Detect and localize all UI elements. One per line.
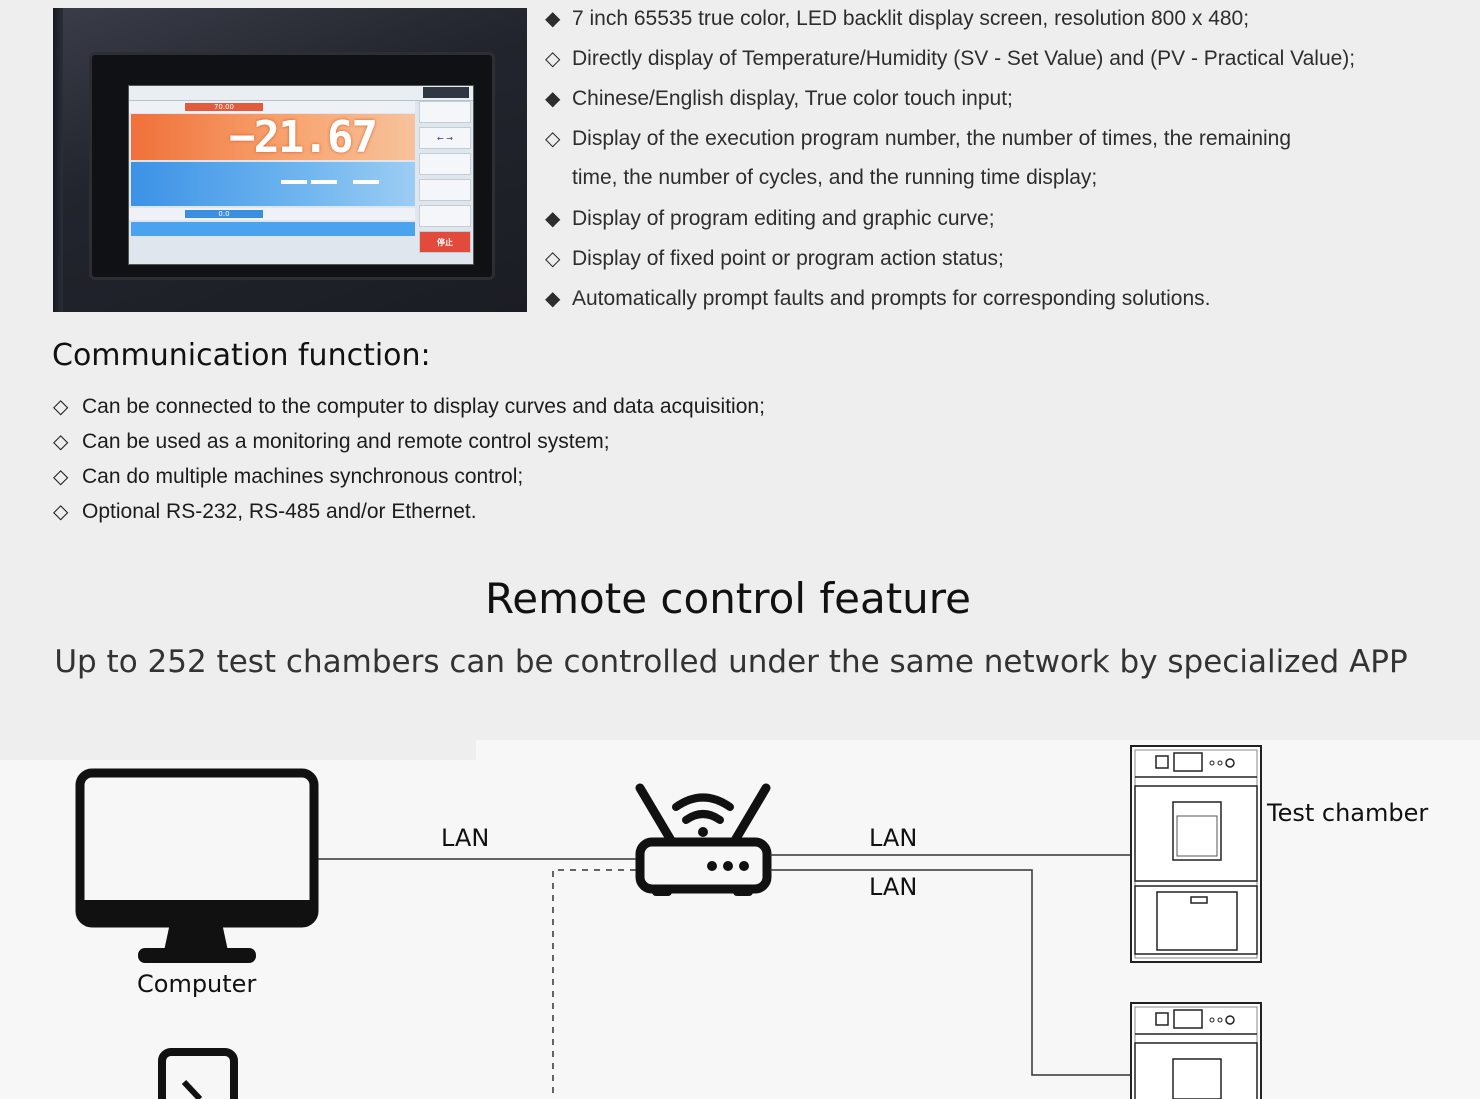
computer-icon [75, 768, 319, 963]
temperature-sv-row: 70.00 [129, 101, 415, 113]
screen-func-button [419, 179, 471, 201]
humidity-sv-value: 0.0 [185, 210, 263, 218]
network-diagram: Computer LAN LAN LAN Test chamber [0, 740, 1480, 1099]
diamond-filled-icon: ◆ [545, 288, 561, 310]
screen-light-button [419, 153, 471, 175]
network-diagram-svg [75, 745, 1262, 1099]
temperature-pv-value: −21.67 [229, 112, 378, 163]
humidity-pv-panel [131, 162, 415, 206]
feature-item: ◇Directly display of Temperature/Humidit… [545, 47, 1356, 70]
diamond-outline-icon: ◇ [53, 466, 69, 488]
test-chamber-label: Test chamber [1267, 799, 1429, 827]
photo-edge [53, 8, 63, 312]
screen-side-buttons: ← → 停止 [419, 101, 471, 261]
screen-log-button [419, 101, 471, 123]
wireless-dashed-line [552, 869, 636, 1099]
test-chamber-icon [1130, 1002, 1262, 1099]
communication-item: ◇Can be connected to the computer to dis… [53, 395, 765, 418]
feature-item: ◆7 inch 65535 true color, LED backlit di… [545, 7, 1250, 30]
humidity-sv-row: 0.0 [129, 208, 415, 220]
feature-item: ◆Chinese/English display, True color tou… [545, 87, 1013, 110]
communication-item: ◇Optional RS-232, RS-485 and/or Ethernet… [53, 500, 477, 523]
remote-control-heading: Remote control feature [485, 574, 971, 623]
feature-item: ◆Automatically prompt faults and prompts… [545, 287, 1211, 310]
diamond-outline-icon: ◇ [53, 501, 69, 523]
feature-item: ◆Display of program editing and graphic … [545, 207, 995, 230]
display-bezel: 70.00 −21.67 0.0 ← → 停止 [89, 52, 495, 280]
communication-item: ◇Can be used as a monitoring and remote … [53, 430, 610, 453]
diamond-outline-icon: ◇ [53, 396, 69, 418]
screen-func-button [419, 205, 471, 227]
humidity-dash [281, 180, 307, 184]
communication-heading: Communication function: [52, 338, 431, 373]
humidity-dash [311, 180, 337, 184]
diamond-outline-icon: ◇ [545, 48, 561, 70]
test-chamber-icon [1130, 745, 1262, 963]
screen-topbar [129, 86, 473, 101]
remote-control-subheading: Up to 252 test chambers can be controlle… [54, 644, 1408, 680]
phone-icon [158, 1048, 238, 1099]
temperature-sv-value: 70.00 [185, 103, 263, 111]
screen-status-bar [131, 222, 415, 236]
humidity-dash [353, 180, 379, 184]
lan-label: LAN [441, 824, 490, 852]
screen-arrow-buttons: ← → [419, 127, 471, 149]
router-icon [635, 783, 772, 896]
lan-label: LAN [869, 873, 918, 901]
feature-item: ◇Display of fixed point or program actio… [545, 247, 1004, 270]
screen-stop-button: 停止 [419, 231, 471, 253]
diamond-filled-icon: ◆ [545, 88, 561, 110]
diamond-outline-icon: ◇ [545, 248, 561, 270]
controller-display-photo: 70.00 −21.67 0.0 ← → 停止 [53, 8, 527, 312]
diamond-filled-icon: ◆ [545, 8, 561, 30]
computer-label: Computer [137, 970, 257, 998]
lan-label: LAN [869, 824, 918, 852]
diamond-filled-icon: ◆ [545, 208, 561, 230]
temperature-pv-panel: −21.67 [131, 114, 415, 160]
screen-clock-tag [423, 87, 469, 98]
diamond-outline-icon: ◇ [545, 128, 561, 150]
communication-item: ◇Can do multiple machines synchronous co… [53, 465, 524, 488]
diamond-outline-icon: ◇ [53, 431, 69, 453]
touch-screen: 70.00 −21.67 0.0 ← → 停止 [128, 85, 474, 265]
feature-item-continued: time, the number of cycles, and the runn… [572, 166, 1098, 189]
feature-item: ◇Display of the execution program number… [545, 127, 1292, 150]
lan-line-chamber-2 [770, 869, 1133, 1076]
